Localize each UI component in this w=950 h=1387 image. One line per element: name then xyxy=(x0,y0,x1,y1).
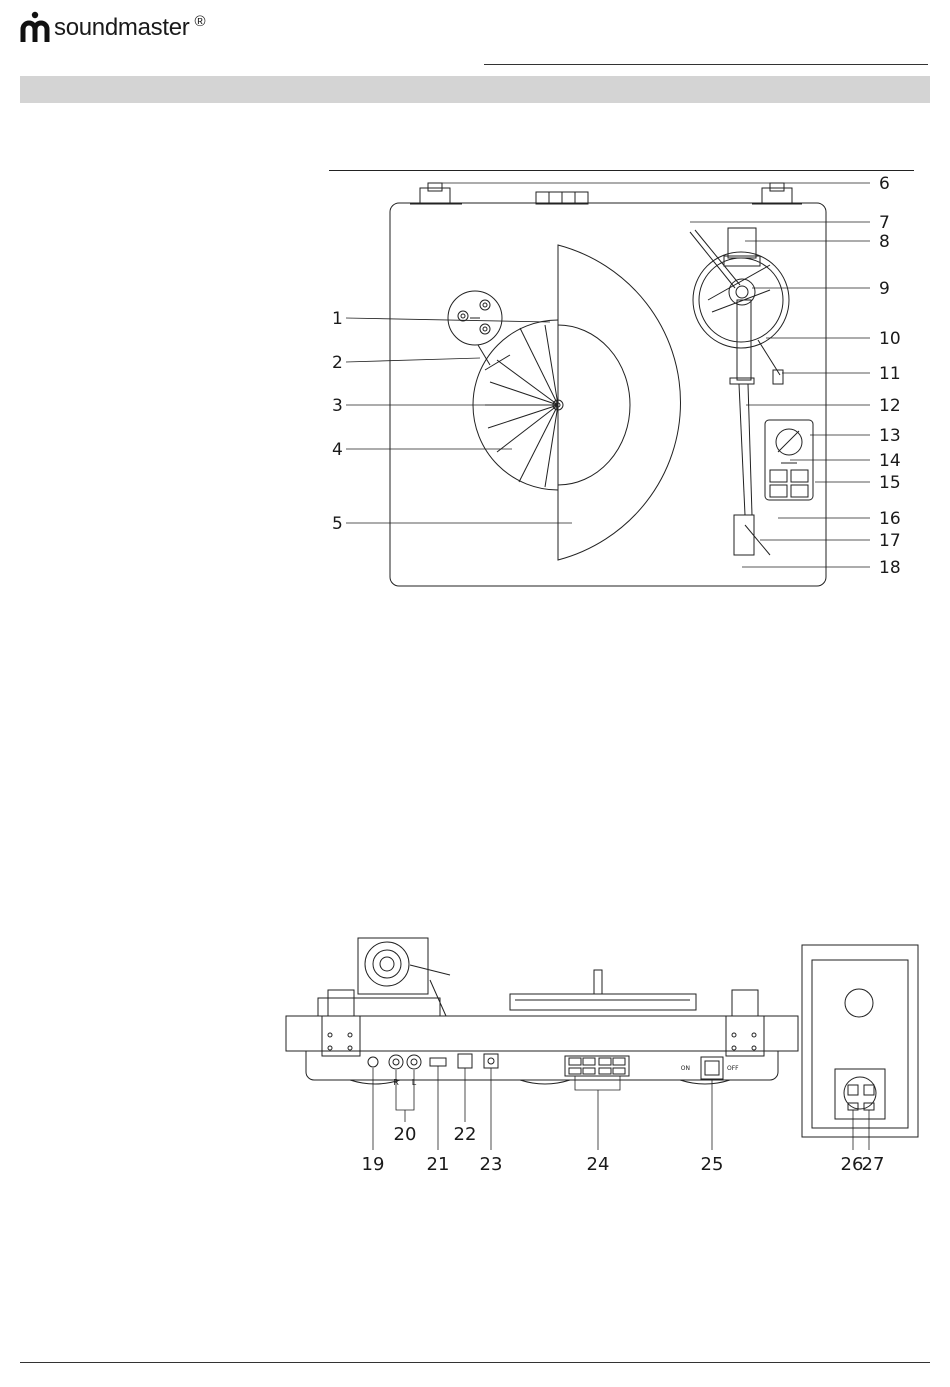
rear-callouts: 19 20 21 22 23 24 25 26 27 xyxy=(362,1124,885,1175)
callout-4: 4 xyxy=(332,440,343,460)
turntable-top-view xyxy=(390,183,826,586)
top-callouts: 1 2 3 4 5 6 7 8 9 10 11 12 13 14 15 16 1… xyxy=(332,174,901,578)
dc-in-jack xyxy=(484,1054,498,1068)
top-leader-lines xyxy=(346,183,870,567)
callout-16: 16 xyxy=(879,509,901,529)
callout-23: 23 xyxy=(480,1154,503,1175)
switch-label-off: OFF xyxy=(727,1065,739,1072)
tonearm-assembly xyxy=(690,228,789,555)
switch-label-on: ON xyxy=(681,1065,690,1072)
callout-27: 27 xyxy=(862,1154,885,1175)
callout-17: 17 xyxy=(879,531,901,551)
ground-terminal xyxy=(368,1057,378,1067)
callout-8: 8 xyxy=(879,232,890,252)
callout-18: 18 xyxy=(879,558,901,578)
callout-25: 25 xyxy=(701,1154,724,1175)
callout-13: 13 xyxy=(879,426,901,446)
hinge-left xyxy=(410,183,462,204)
hinge-right xyxy=(752,183,802,204)
rear-hinge-left xyxy=(322,990,360,1056)
callout-10: 10 xyxy=(879,329,901,349)
usb-port xyxy=(458,1054,472,1068)
callout-21: 21 xyxy=(427,1154,450,1175)
rear-leader-lines xyxy=(373,1066,869,1150)
callout-2: 2 xyxy=(332,353,343,373)
callout-6: 6 xyxy=(879,174,890,194)
callout-20: 20 xyxy=(394,1124,417,1145)
callout-9: 9 xyxy=(879,279,890,299)
speaker-box xyxy=(802,945,918,1137)
rear-hinge-right xyxy=(726,990,764,1056)
record-mat-half xyxy=(558,245,680,560)
callout-3: 3 xyxy=(332,396,343,416)
callout-12: 12 xyxy=(879,396,901,416)
callout-11: 11 xyxy=(879,364,901,384)
callout-14: 14 xyxy=(879,451,901,471)
callout-26: 26 xyxy=(841,1154,864,1175)
rear-terminal-block xyxy=(536,192,588,204)
callout-1: 1 xyxy=(332,309,343,329)
speaker-terminals xyxy=(565,1056,629,1076)
callout-7: 7 xyxy=(879,213,890,233)
rca-left-jack xyxy=(407,1055,421,1069)
turntable-rear-view xyxy=(286,938,918,1137)
rca-right-jack xyxy=(389,1055,403,1069)
phono-line-switch xyxy=(430,1058,446,1066)
callout-24: 24 xyxy=(587,1154,610,1175)
power-switch xyxy=(701,1057,723,1079)
callout-22: 22 xyxy=(454,1124,477,1145)
callout-19: 19 xyxy=(362,1154,385,1175)
callout-15: 15 xyxy=(879,473,901,493)
callout-5: 5 xyxy=(332,514,343,534)
